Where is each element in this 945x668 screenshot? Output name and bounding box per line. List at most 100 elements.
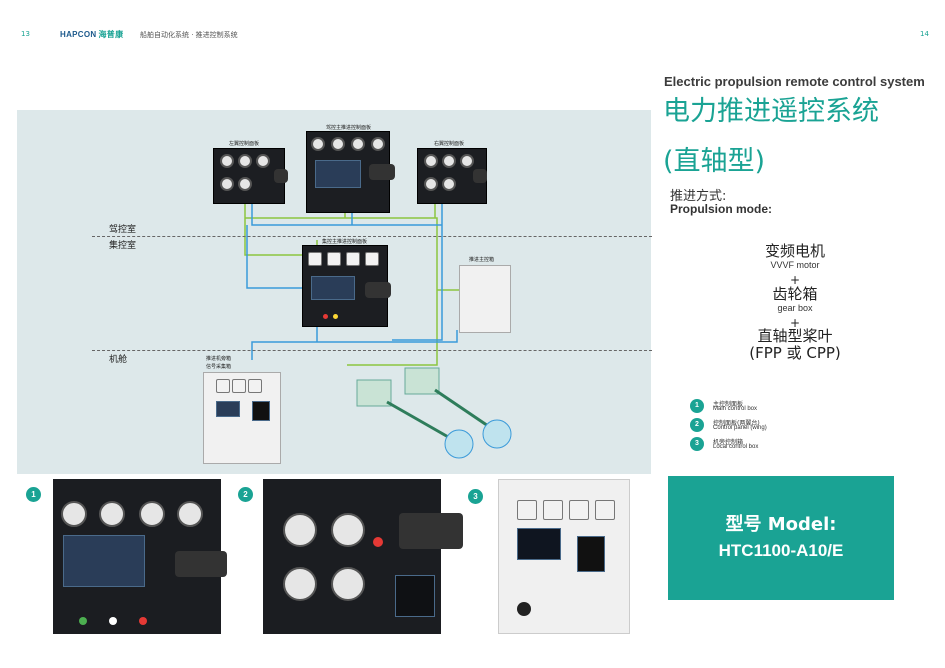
gauge (99, 501, 125, 527)
caption-left-wing: 左翼控制面板 (229, 141, 260, 147)
local-control-box (203, 372, 281, 464)
photo-badge-3: 3 (468, 489, 483, 504)
indicator-lamp (333, 314, 338, 319)
indicator-lamp (373, 537, 383, 547)
mode-item-cn: 变频电机 (764, 242, 825, 260)
ecr-main-panel (302, 245, 391, 327)
photo-wing-control-panel (263, 479, 463, 634)
legend-badge: 1 (690, 399, 704, 413)
gauge (331, 513, 365, 547)
display-screen (311, 276, 355, 300)
mode-item: 齿轮箱 gear box (725, 285, 865, 314)
lever (369, 164, 395, 180)
gauge (232, 379, 246, 393)
gauge (424, 177, 438, 191)
caption-right-wing: 右翼控制面板 (434, 141, 465, 147)
title-chinese: 电力推进遥控系统 (663, 96, 879, 127)
left-wing-panel (213, 148, 288, 204)
gauge (311, 137, 325, 151)
photo-badge-2: 2 (238, 487, 253, 502)
legend-label-en: Local control box (713, 444, 759, 450)
plus-sign: + (789, 316, 801, 330)
lever (399, 513, 463, 549)
legend-label-en: Main control box (713, 406, 758, 412)
gauge (331, 567, 365, 601)
gauge (543, 500, 563, 520)
zone-engine-room: 机舱 (109, 355, 128, 365)
right-wing-panel (417, 148, 487, 204)
model-label: 型号 Model: (725, 514, 837, 535)
propulsion-mode-label-cn: 推进方式: (670, 189, 727, 204)
gauge (371, 137, 385, 151)
bridge-main-panel (306, 131, 395, 213)
indicator-lamp (323, 314, 328, 319)
gauge (351, 137, 365, 151)
gauge (238, 177, 252, 191)
gauge (595, 500, 615, 520)
legend-label-cn: 控制面板(两翼台) (713, 420, 760, 427)
keypad (395, 575, 435, 617)
legend-label-en: Control panel (wing) (713, 425, 767, 431)
photo-badge-1: 1 (26, 487, 41, 502)
mode-item: 变频电机 VVVF motor (725, 242, 865, 271)
cable-blue (246, 202, 458, 360)
zone-divider (92, 236, 652, 237)
logo-text-en: HAPCON (60, 30, 97, 39)
display-screen (517, 528, 561, 560)
gauge (283, 567, 317, 601)
caption-local-box-1: 推进机旁箱 (206, 356, 232, 362)
indicator-lamp (79, 617, 87, 625)
gauge (460, 154, 474, 168)
gauge (220, 177, 234, 191)
lever (473, 169, 487, 183)
gauge (216, 379, 230, 393)
zone-ecr: 集控室 (109, 241, 137, 251)
gauge (346, 252, 360, 266)
display-screen (577, 536, 605, 572)
breadcrumb: 船舶自动化系统 · 推进控制系统 (140, 31, 238, 39)
title-english: Electric propulsion remote control syste… (664, 74, 925, 89)
display-screen (315, 160, 361, 188)
gauge (327, 252, 341, 266)
gauge (331, 137, 345, 151)
model-number: HTC1100-A10/E (718, 541, 844, 560)
key-switch (517, 602, 531, 616)
caption-propulsion-box: 推进主控箱 (469, 257, 495, 263)
gauge (308, 252, 322, 266)
gauge (238, 154, 252, 168)
zone-divider (92, 350, 652, 351)
gauge (61, 501, 87, 527)
indicator-lamp (109, 617, 117, 625)
indicator-lamp (139, 617, 147, 625)
gauge (177, 501, 203, 527)
gauge (442, 177, 456, 191)
photo-main-control-panel (53, 479, 227, 634)
page-number-right: 14 (920, 30, 929, 38)
system-diagram: 驾控室 集控室 机舱 左翼控制面板 驾控主推进控制面板 右翼控制面板 集控主推进… (17, 110, 652, 474)
gauge (517, 500, 537, 520)
title-subtype: (直轴型) (663, 146, 766, 177)
model-box: 型号 Model: HTC1100-A10/E (668, 476, 894, 600)
gauge (424, 154, 438, 168)
gauge (220, 154, 234, 168)
propulsion-mode-label-en: Propulsion mode: (670, 202, 772, 216)
legend-badge: 2 (690, 418, 704, 432)
mode-item-detail: (FPP 或 CPP) (749, 344, 841, 362)
plus-sign: + (789, 273, 801, 287)
mode-item-cn: 齿轮箱 (772, 285, 818, 303)
legend-badge: 3 (690, 437, 704, 451)
display-screen (63, 535, 145, 587)
caption-bridge-main: 驾控主推进控制面板 (326, 125, 372, 131)
gauge (248, 379, 262, 393)
gauge (569, 500, 589, 520)
gauge (283, 513, 317, 547)
lever (365, 282, 391, 298)
lever (175, 551, 227, 577)
display-screen (252, 401, 270, 421)
gauge (365, 252, 379, 266)
caption-local-box-2: 信号采集箱 (206, 364, 232, 370)
propulsion-control-box (459, 265, 511, 333)
mode-item-en: gear box (777, 303, 813, 313)
logo-text-cn: 海普康 (98, 30, 124, 39)
gauge (139, 501, 165, 527)
